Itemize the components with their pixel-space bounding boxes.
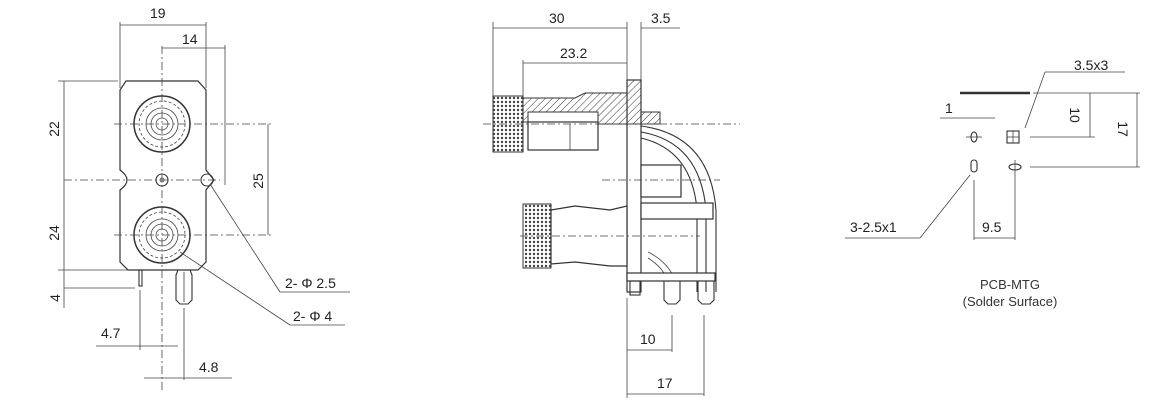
dim-pin-y: 17 (1114, 121, 1131, 137)
dim-overall-depth: 30 (549, 10, 565, 26)
dim-jack-pitch: 25 (249, 173, 266, 189)
dim-lower-height: 24 (45, 225, 62, 241)
pcb-caption-subtitle: (Solder Surface) (962, 294, 1058, 309)
dim-slot-width: 1 (945, 100, 953, 116)
dim-pin-spacing-2: 17 (657, 375, 673, 391)
dim-pin-x: 9.5 (982, 219, 1002, 235)
callout-slot-holes: 3-2.5x1 (850, 219, 897, 235)
callout-tab-hole: 3.5x3 (1074, 57, 1109, 73)
callout-jack-holes: 2- Φ 4 (293, 308, 333, 324)
dim-jack-depth: 23.2 (560, 45, 588, 61)
dim-tab-y: 10 (1066, 107, 1083, 123)
dim-width-overall: 19 (150, 5, 166, 21)
side-view (483, 22, 740, 398)
pcb-caption-title: PCB-MTG (980, 277, 1040, 292)
callout-small-holes: 2- Φ 2.5 (285, 275, 336, 291)
dim-pin-offset-left: 4.7 (101, 325, 121, 341)
dim-jack-to-edge: 14 (182, 31, 198, 47)
pcb-view (845, 71, 1140, 240)
pcb-caption: PCB-MTG (Solder Surface) (930, 276, 1090, 310)
front-view (58, 22, 350, 390)
dim-pin-spacing-1: 10 (640, 331, 656, 347)
dim-pin-height: 4 (46, 294, 63, 302)
dim-upper-height: 22 (45, 121, 62, 137)
dim-panel-thickness: 3.5 (651, 10, 671, 26)
dim-pin-offset-right: 4.8 (199, 359, 219, 375)
